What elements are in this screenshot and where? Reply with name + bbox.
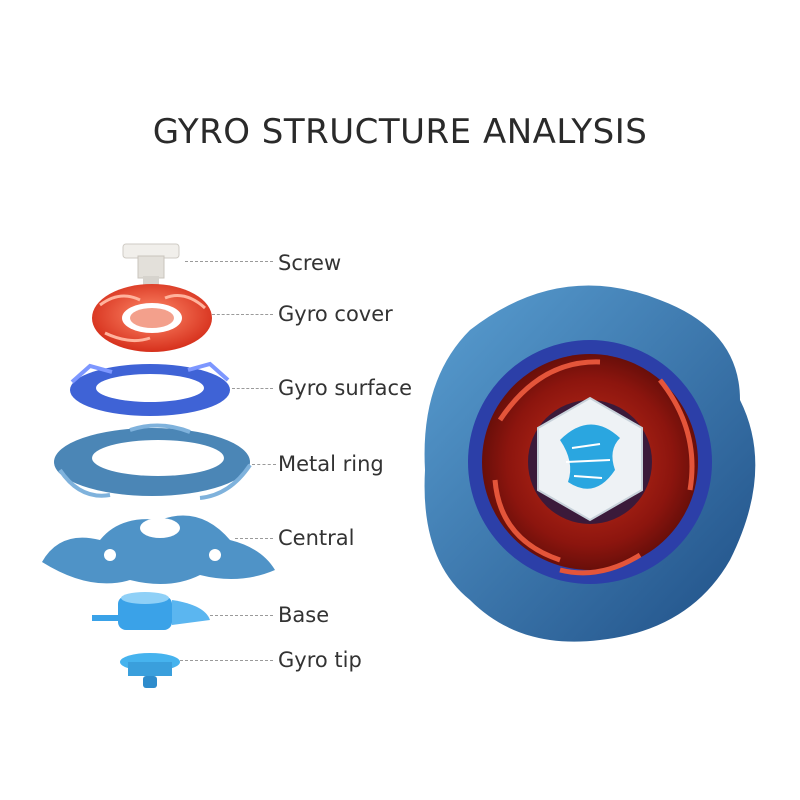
leader-line — [185, 261, 273, 262]
base-part — [92, 592, 210, 630]
label-gyro-tip: Gyro tip — [278, 648, 362, 672]
label-gyro-cover: Gyro cover — [278, 302, 393, 326]
page-title: GYRO STRUCTURE ANALYSIS — [152, 112, 648, 152]
leader-line — [232, 388, 273, 389]
leader-line — [210, 615, 273, 616]
leader-line — [212, 314, 273, 315]
label-central: Central — [278, 526, 355, 550]
label-screw: Screw — [278, 251, 342, 275]
label-metal-ring: Metal ring — [278, 452, 384, 476]
leader-line — [252, 464, 276, 465]
leader-line — [235, 538, 273, 539]
gyro-tip-part — [120, 653, 180, 688]
leader-line — [180, 660, 273, 661]
label-base: Base — [278, 603, 330, 627]
assembled-gyro — [424, 285, 756, 642]
central-part — [42, 515, 275, 584]
gyro-surface-part — [70, 361, 230, 416]
gyro-cover-part — [92, 284, 212, 352]
metal-ring-part — [54, 423, 252, 500]
label-gyro-surface: Gyro surface — [278, 376, 413, 400]
